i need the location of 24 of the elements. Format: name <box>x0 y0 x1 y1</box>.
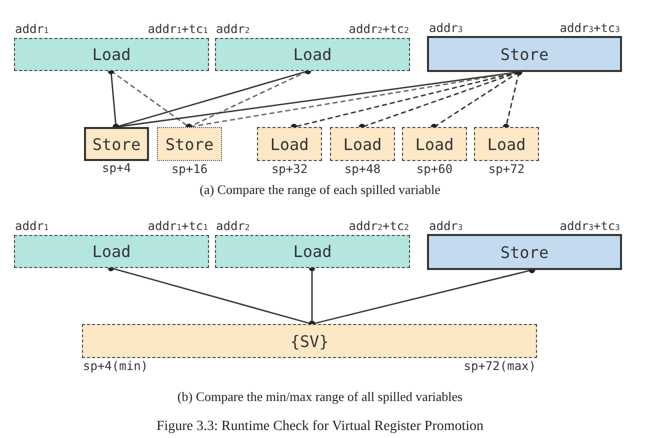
box-label: Load <box>92 45 131 64</box>
box-label: Load <box>415 134 454 154</box>
offset-label: sp+72(max) <box>464 359 536 373</box>
box-label: {SV} <box>290 332 329 350</box>
offset-label: sp+60 <box>416 162 453 176</box>
box-label: Load <box>293 242 332 261</box>
offset-label: sp+4(min) <box>83 359 148 373</box>
offset-label: sp+32 <box>271 162 308 176</box>
box-label: Load <box>293 45 332 64</box>
subfigure-caption: (b) Compare the min/max range of all spilled variables <box>177 389 463 404</box>
offset-label: sp+4 <box>102 161 131 175</box>
box-label: Store <box>165 134 214 154</box>
box-label: Store <box>92 134 141 154</box>
box-label: Load <box>92 242 131 261</box>
box-label: Store <box>500 242 549 262</box>
box-label: Load <box>343 134 382 154</box>
offset-label: sp+48 <box>344 162 381 176</box>
offset-label: sp+72 <box>488 162 525 176</box>
offset-label: sp+16 <box>171 162 208 176</box>
figure-caption: Figure 3.3: Runtime Check for Virtual Register Promotion <box>156 419 484 434</box>
box-label: Load <box>487 134 526 154</box>
box-label: Load <box>270 134 309 154</box>
box-label: Store <box>500 44 549 64</box>
subfigure-caption: (a) Compare the range of each spilled variable <box>200 182 440 197</box>
